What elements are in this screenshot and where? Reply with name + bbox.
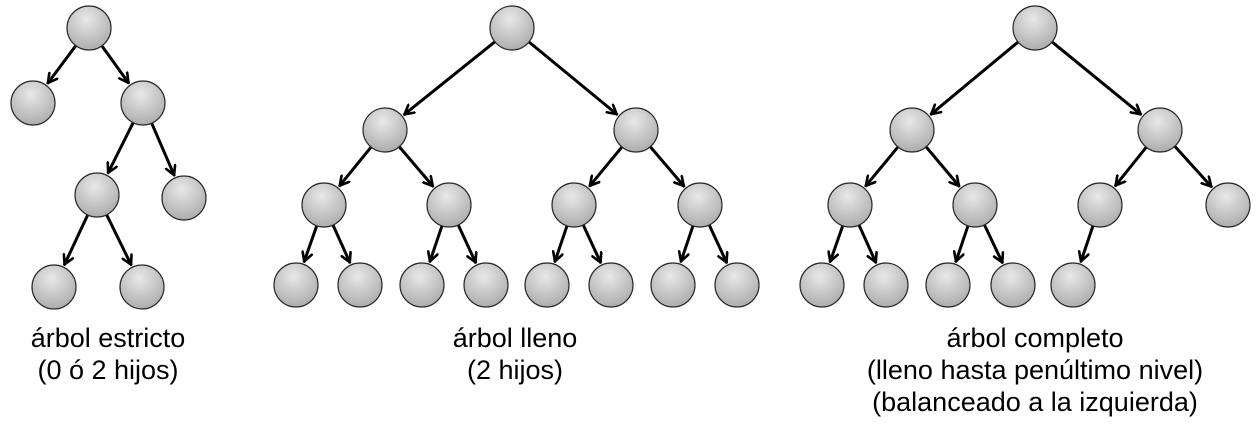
full-node-n9 [337, 262, 383, 308]
full-tree [273, 5, 760, 308]
complete-edge-c1-c3 [1051, 41, 1143, 116]
complete-edge-c6-c12 [1081, 225, 1095, 263]
full-node-n2 [362, 107, 408, 153]
strict-node-R [120, 80, 166, 126]
complete-node-c5 [952, 182, 998, 228]
full-node-n1 [489, 5, 535, 51]
complete-edge-c2-c5 [925, 146, 961, 188]
full-edge-n6-n12 [555, 225, 569, 263]
strict-edge-root-R [100, 45, 130, 85]
complete-node-c12 [1050, 262, 1096, 308]
strict-edge-root-L [46, 44, 77, 85]
full-edge-n1-n2 [402, 40, 496, 116]
full-edge-n5-n11 [457, 224, 476, 264]
complete-edge-c2-c4 [864, 146, 899, 188]
strict-edge-RL-RLR [105, 214, 131, 267]
caption-complete-line-1: árbol completo [946, 323, 1124, 353]
complete-node-c10 [925, 262, 971, 308]
strict-node-RR [161, 175, 207, 221]
complete-edge-c3-c6 [1114, 146, 1148, 187]
caption-strict: árbol estricto (0 ó 2 hijos) [0, 322, 216, 386]
complete-edge-c5-c11 [983, 224, 1002, 264]
full-node-n8 [273, 262, 319, 308]
complete-tree [799, 5, 1251, 308]
complete-edge-c1-c2 [929, 41, 1019, 116]
full-node-n15 [714, 262, 760, 308]
caption-complete-line-3: (balanceado a la izquierda) [872, 387, 1198, 417]
strict-edge-R-RL [108, 122, 135, 175]
full-node-n10 [399, 262, 445, 308]
complete-edge-c4-c8 [830, 225, 844, 263]
caption-complete: árbol completo (lleno hasta penúltimo ni… [815, 322, 1255, 418]
complete-node-c7 [1205, 182, 1251, 228]
complete-node-c8 [799, 262, 845, 308]
complete-node-c6 [1077, 182, 1123, 228]
strict-tree [10, 5, 207, 310]
full-node-n11 [463, 262, 509, 308]
full-node-n12 [524, 262, 570, 308]
complete-node-c4 [827, 182, 873, 228]
complete-node-c2 [889, 107, 935, 153]
full-edge-n4-n9 [331, 224, 349, 264]
full-node-n3 [613, 107, 659, 153]
complete-node-c3 [1137, 107, 1183, 153]
full-edge-n3-n7 [649, 145, 686, 188]
full-node-n7 [677, 182, 723, 228]
full-edge-n2-n5 [398, 145, 435, 188]
full-edge-n4-n8 [304, 225, 318, 263]
full-edge-n1-n3 [528, 41, 619, 116]
caption-full-line-1: árbol lleno [452, 323, 578, 353]
full-edge-n5-n10 [430, 225, 444, 263]
full-edge-n7-n15 [708, 224, 727, 264]
complete-edge-c4-c9 [857, 224, 875, 264]
complete-edge-c3-c7 [1173, 145, 1213, 188]
strict-edge-RL-RLL [65, 214, 89, 266]
full-node-n13 [588, 262, 634, 308]
strict-node-RLR [119, 264, 165, 310]
complete-node-c1 [1012, 5, 1058, 51]
full-node-n6 [551, 182, 597, 228]
caption-strict-line-2: (0 ó 2 hijos) [37, 355, 179, 385]
full-edge-n6-n13 [582, 224, 601, 264]
strict-node-L [10, 80, 56, 126]
strict-edge-R-RR [150, 122, 174, 177]
strict-node-RLL [31, 264, 77, 310]
complete-node-c11 [990, 262, 1036, 308]
full-edge-n2-n4 [338, 146, 372, 188]
full-node-n5 [426, 182, 472, 228]
full-edge-n3-n6 [588, 146, 623, 188]
full-node-n4 [301, 182, 347, 228]
strict-node-root [66, 5, 112, 51]
complete-edge-c5-c10 [956, 225, 970, 263]
full-node-n14 [650, 262, 696, 308]
caption-full: árbol lleno (2 hijos) [380, 322, 650, 386]
caption-full-line-2: (2 hijos) [466, 355, 564, 385]
full-edge-n7-n14 [681, 225, 695, 263]
caption-complete-line-2: (lleno hasta penúltimo nivel) [866, 355, 1204, 385]
strict-node-RL [74, 172, 120, 218]
caption-strict-line-1: árbol estricto [30, 323, 186, 353]
complete-node-c9 [863, 262, 909, 308]
